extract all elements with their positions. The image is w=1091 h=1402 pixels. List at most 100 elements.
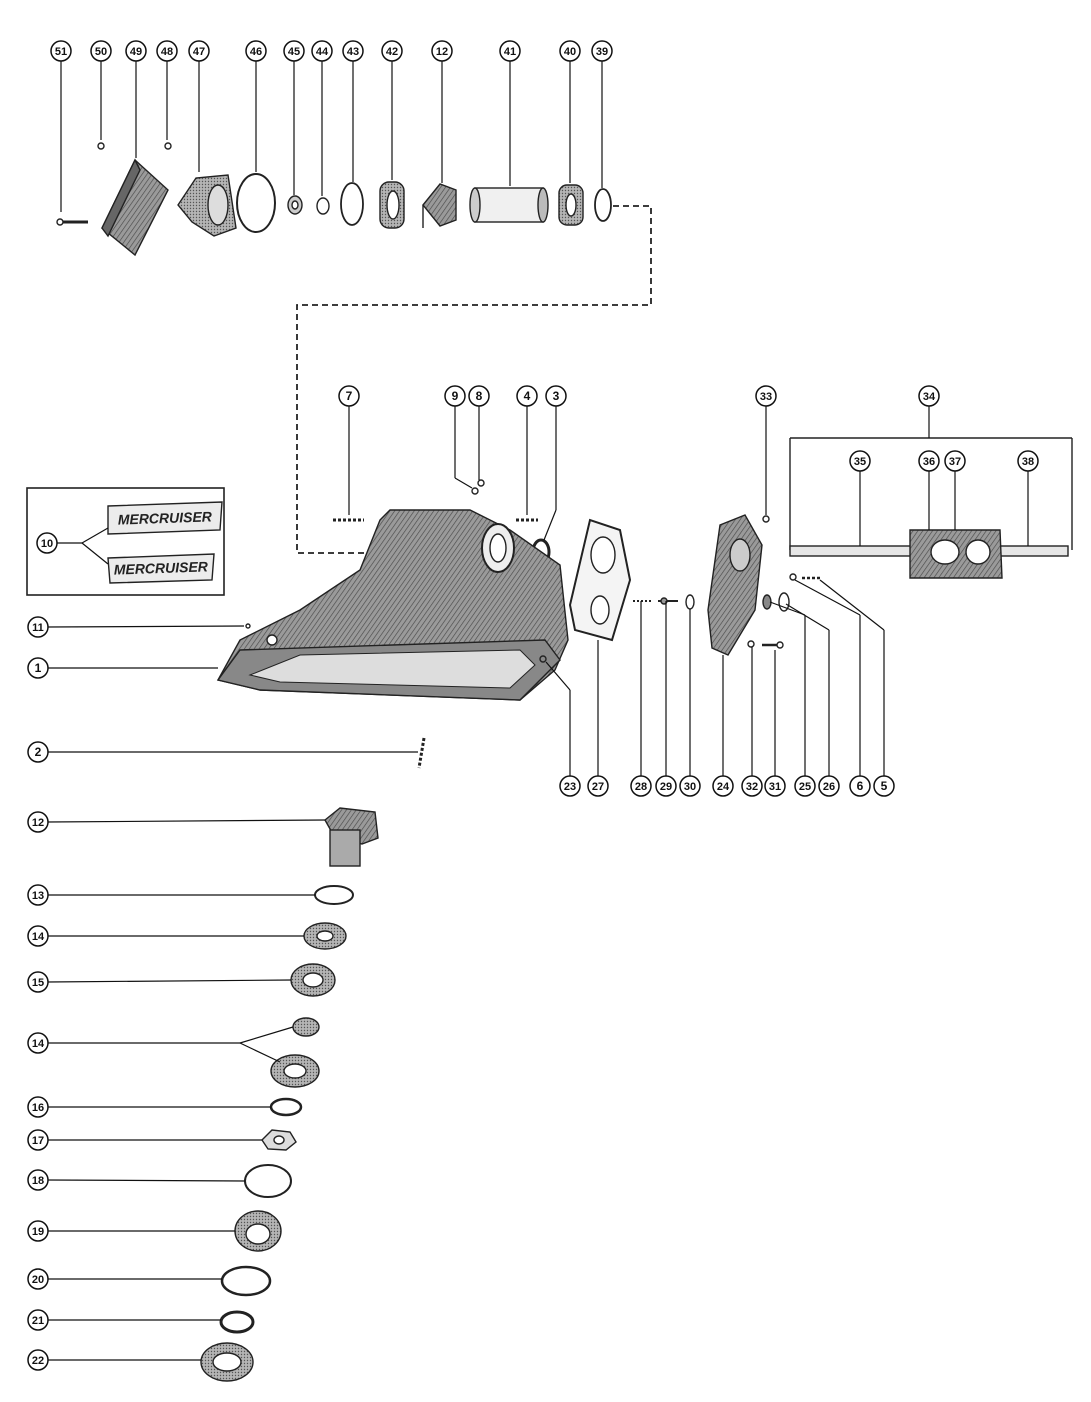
callout-circle — [27, 925, 49, 947]
leader-line-6 — [794, 579, 861, 616]
callout-4: 4 — [516, 385, 538, 407]
callout-number: 42 — [386, 46, 398, 58]
part-40-bearing — [558, 184, 584, 226]
part-14-bearing-a — [303, 922, 347, 950]
callout-number: 5 — [881, 779, 888, 793]
callout-34: 34 — [918, 385, 940, 407]
part-39-o-ring — [594, 188, 612, 222]
part-12-pinion-gear — [324, 807, 379, 867]
callout-3: 3 — [545, 385, 567, 407]
callout-number: 1 — [35, 661, 42, 675]
callout-30: 30 — [679, 775, 701, 797]
callout-number: 8 — [476, 389, 483, 403]
part-15-bearing-cup — [290, 963, 336, 997]
callout-circle — [741, 775, 763, 797]
part-19-bearing-retainer — [234, 1210, 282, 1252]
callout-number: 6 — [857, 779, 864, 793]
leader-line-25 — [769, 601, 806, 616]
callout-14: 14 — [27, 1032, 49, 1054]
callout-circle — [27, 1309, 49, 1331]
leader-line-10 — [81, 527, 109, 544]
part-48-washer — [164, 142, 172, 150]
callout-number: 26 — [823, 781, 835, 793]
callout-number: 21 — [32, 1315, 44, 1327]
callout-number: 2 — [35, 745, 42, 759]
leader-line-15 — [46, 979, 292, 983]
callout-circle — [918, 385, 940, 407]
callout-42: 42 — [381, 40, 403, 62]
mercruiser-emblem-text: MERCRUISER — [114, 558, 210, 577]
callout-number: 23 — [564, 781, 576, 793]
callout-19: 19 — [27, 1220, 49, 1242]
callout-number: 51 — [55, 46, 67, 58]
part-31-bolt — [762, 641, 784, 649]
part-12-pinion-gear-top — [422, 183, 457, 228]
callout-15: 15 — [27, 971, 49, 993]
callout-40: 40 — [559, 40, 581, 62]
leader-line-26 — [785, 603, 830, 631]
part-11-screw — [245, 623, 251, 629]
callout-circle — [431, 40, 453, 62]
callout-number: 30 — [684, 781, 696, 793]
callout-circle — [755, 385, 777, 407]
part-41-spacer-sleeve — [469, 187, 549, 223]
part-1-gear-housing — [216, 509, 569, 701]
part-22-bearing-race — [200, 1342, 254, 1382]
callout-43: 43 — [342, 40, 364, 62]
callout-circle — [27, 657, 49, 679]
callout-39: 39 — [591, 40, 613, 62]
leader-line-9 — [454, 477, 473, 489]
callout-number: 34 — [923, 391, 936, 403]
callout-31: 31 — [764, 775, 786, 797]
callout-number: 24 — [717, 781, 730, 793]
callout-50: 50 — [90, 40, 112, 62]
callout-number: 7 — [346, 389, 353, 403]
callout-number: 15 — [32, 977, 44, 989]
callout-number: 27 — [592, 781, 604, 793]
part-33-washer — [762, 515, 770, 523]
callout-circle — [679, 775, 701, 797]
callout-21: 21 — [27, 1309, 49, 1331]
callout-number: 43 — [347, 46, 359, 58]
callout-number: 19 — [32, 1226, 44, 1238]
callout-circle — [559, 775, 581, 797]
callout-circle — [559, 40, 581, 62]
callout-number: 36 — [923, 456, 935, 468]
callout-circle — [27, 1349, 49, 1371]
part-45-nut — [287, 195, 303, 215]
callout-26: 26 — [818, 775, 840, 797]
callout-circle — [27, 1096, 49, 1118]
callout-49: 49 — [125, 40, 147, 62]
part-17-nut — [261, 1129, 297, 1151]
callout-20: 20 — [27, 1268, 49, 1290]
part-21-washer — [219, 1310, 255, 1334]
callout-circle — [499, 40, 521, 62]
part-43-o-ring — [340, 182, 364, 226]
callout-5: 5 — [873, 775, 895, 797]
callout-number: 32 — [746, 781, 758, 793]
callout-circle — [818, 775, 840, 797]
part-6-fitting — [789, 573, 797, 581]
callout-number: 10 — [41, 538, 53, 550]
callout-1: 1 — [27, 657, 49, 679]
callout-number: 14 — [32, 931, 45, 943]
callout-number: 4 — [524, 389, 531, 403]
callout-number: 18 — [32, 1175, 44, 1187]
callout-circle — [873, 775, 895, 797]
callout-circle — [50, 40, 72, 62]
callout-18: 18 — [27, 1169, 49, 1191]
callout-16: 16 — [27, 1096, 49, 1118]
callout-circle — [311, 40, 333, 62]
callout-12: 12 — [431, 40, 453, 62]
leader-line-12 — [46, 819, 326, 823]
callout-circle — [1017, 450, 1039, 472]
callout-circle — [944, 450, 966, 472]
callout-14: 14 — [27, 925, 49, 947]
callout-circle — [27, 741, 49, 763]
callout-number: 40 — [564, 46, 576, 58]
callout-9: 9 — [444, 385, 466, 407]
callout-46: 46 — [245, 40, 267, 62]
callout-number: 46 — [250, 46, 262, 58]
callout-circle — [849, 775, 871, 797]
